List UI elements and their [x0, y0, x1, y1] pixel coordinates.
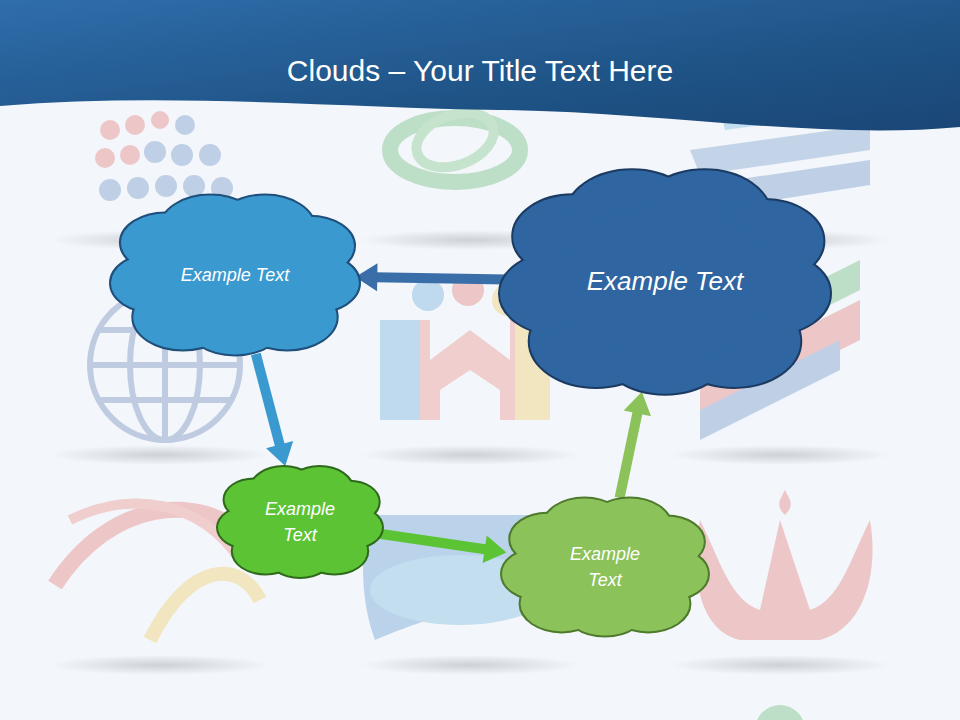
- cloud-node: Example Text: [218, 466, 382, 578]
- flow-arrow: [256, 354, 293, 466]
- cloud-label: Example Text: [181, 262, 289, 288]
- cloud-text-area: Example Text: [111, 194, 359, 356]
- cloud-node: Example Text: [502, 497, 708, 637]
- cloud-label: Example Text: [253, 496, 348, 548]
- cloud-text-area: Example Text: [502, 497, 708, 637]
- arrow-shaft: [379, 534, 486, 550]
- cloud-text-area: Example Text: [218, 466, 382, 578]
- cloud-node: Example Text: [500, 168, 830, 396]
- arrow-head: [483, 535, 507, 563]
- flow-arrow: [379, 534, 506, 563]
- arrow-shaft: [375, 277, 506, 279]
- faded-logos: [55, 100, 873, 720]
- cloud-shape: [218, 466, 382, 578]
- arrow-shaft: [256, 354, 280, 446]
- arrow-shaft: [620, 411, 638, 497]
- cloud-node: Example Text: [111, 194, 359, 356]
- cloud-label: Example Text: [587, 263, 744, 301]
- cloud-shape: [502, 497, 708, 637]
- cloud-text-area: Example Text: [500, 168, 830, 396]
- flow-arrow: [355, 263, 506, 291]
- slide-title: Clouds – Your Title Text Here: [287, 53, 673, 89]
- title-bar: Clouds – Your Title Text Here: [0, 53, 960, 89]
- cloud-label: Example Text: [558, 541, 653, 593]
- arrow-head: [624, 392, 651, 416]
- flow-arrow: [620, 392, 651, 498]
- arrow-head: [266, 441, 293, 466]
- header-band: [0, 0, 960, 130]
